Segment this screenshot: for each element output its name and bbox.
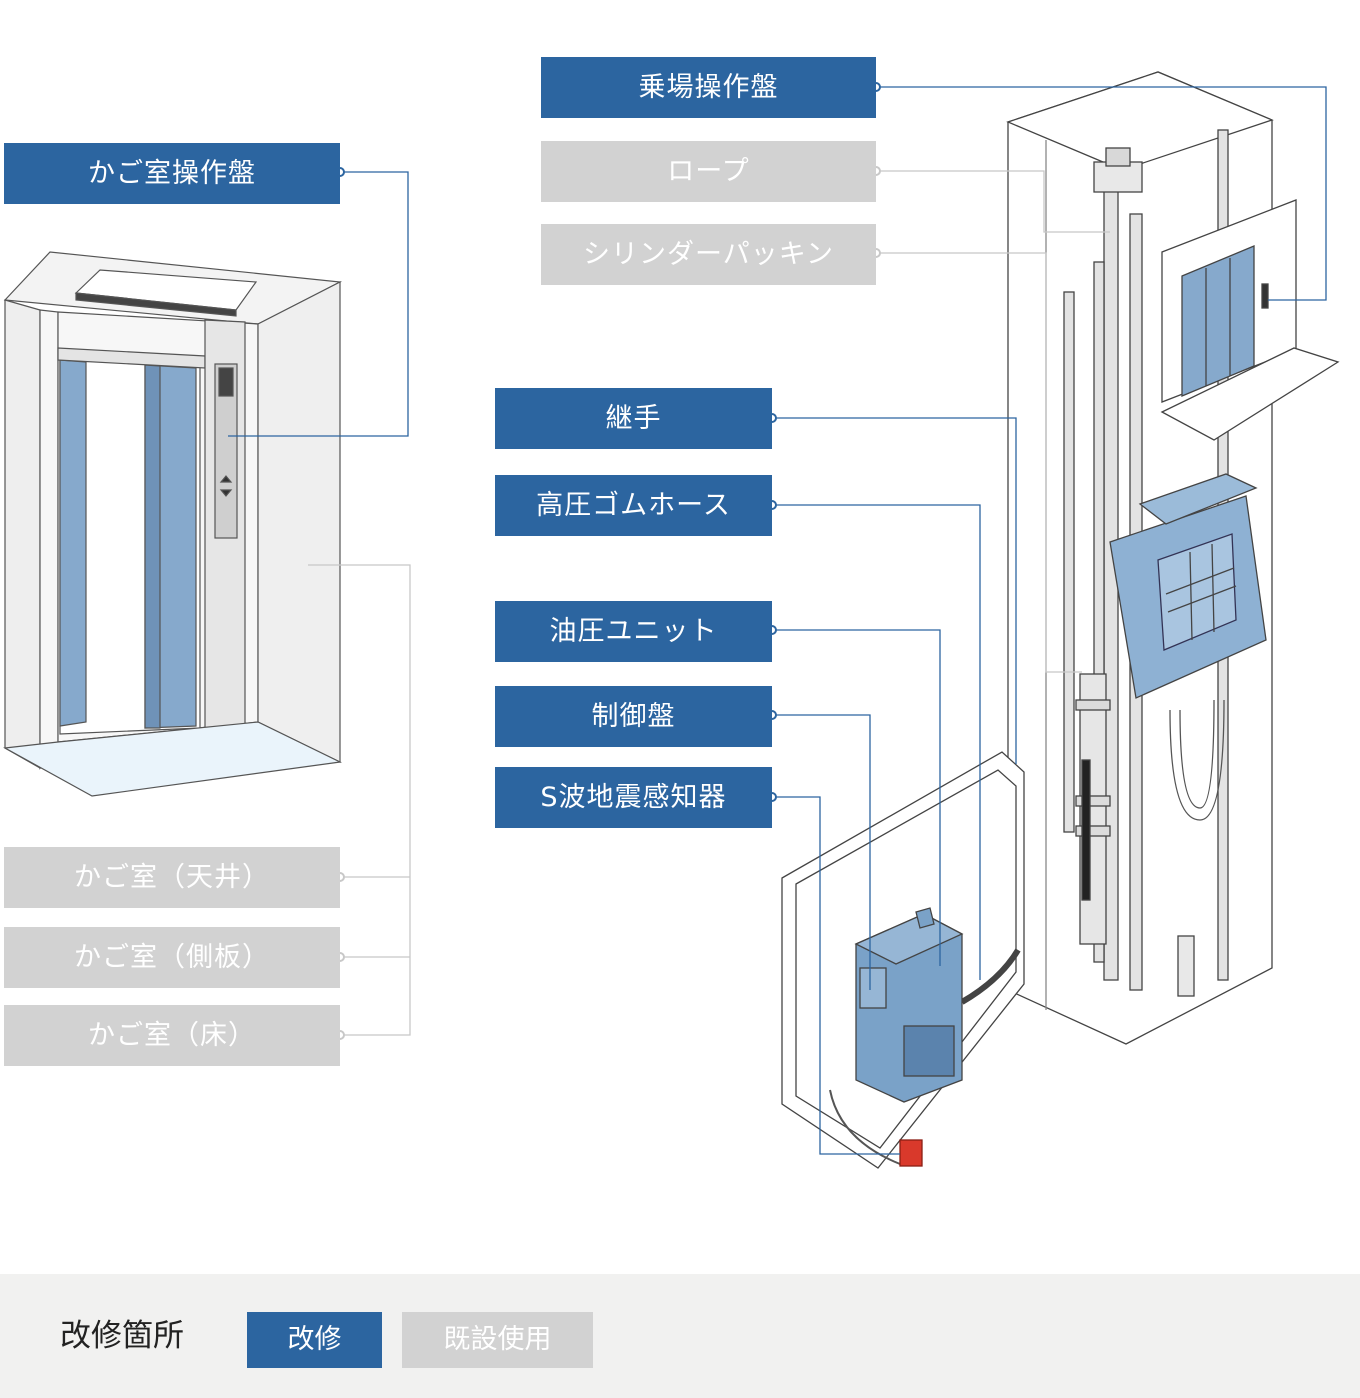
legend: 改修箇所 改修 既設使用	[0, 1274, 1360, 1398]
label-car-panel[interactable]: かご室操作盤	[4, 143, 340, 204]
legend-existing-chip: 既設使用	[402, 1312, 593, 1368]
label-landing-panel[interactable]: 乗場操作盤	[541, 57, 876, 118]
legend-title: 改修箇所	[60, 1318, 184, 1354]
label-car-ceiling[interactable]: かご室（天井）	[4, 847, 340, 908]
label-joint[interactable]: 継手	[495, 388, 772, 449]
label-rope[interactable]: ロープ	[541, 141, 876, 202]
legend-renovated-chip: 改修	[247, 1312, 382, 1368]
shaft-illustration	[781, 71, 1340, 1169]
label-car-side-panel[interactable]: かご室（側板）	[4, 927, 340, 988]
label-car-floor[interactable]: かご室（床）	[4, 1005, 340, 1066]
leader-lines	[228, 86, 1327, 1155]
label-control-panel[interactable]: 制御盤	[495, 686, 772, 747]
car-interior-illustration	[3, 251, 343, 797]
elevator-illustration	[3, 71, 1340, 1169]
s-wave-sensor-icon	[899, 1139, 923, 1167]
label-cylinder-packing[interactable]: シリンダーパッキン	[541, 224, 876, 285]
label-high-pressure-hose[interactable]: 高圧ゴムホース	[495, 475, 772, 536]
label-s-wave-sensor[interactable]: S波地震感知器	[495, 767, 772, 828]
label-hydraulic-unit[interactable]: 油圧ユニット	[495, 601, 772, 662]
